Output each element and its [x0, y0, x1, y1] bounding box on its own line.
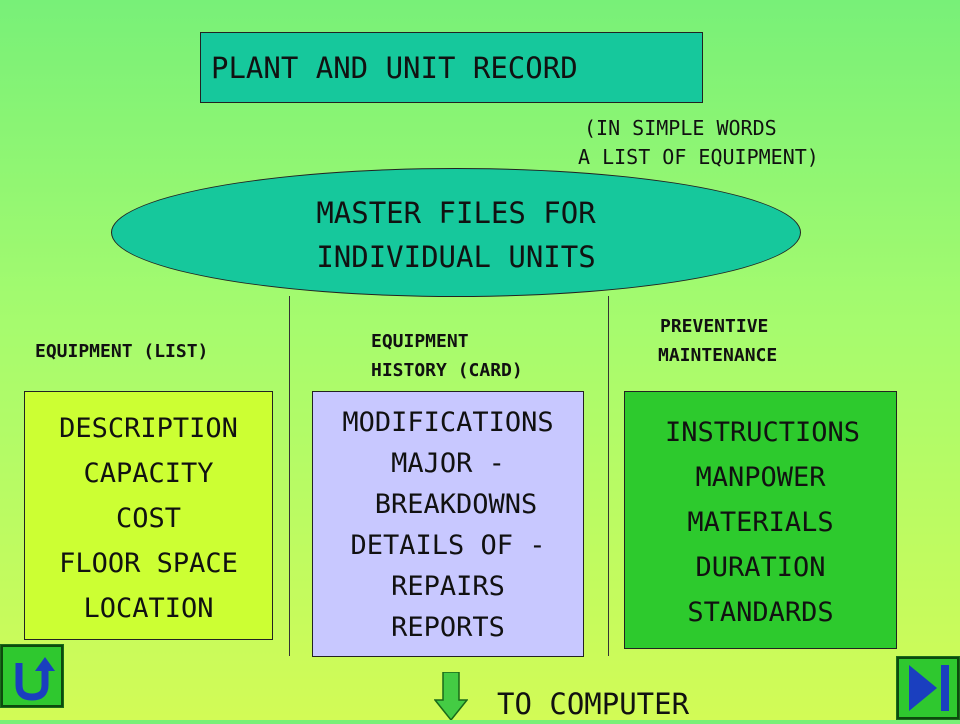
- return-icon: [1, 645, 63, 707]
- list-item: MATERIALS: [687, 507, 834, 538]
- arrow-down-icon: [434, 672, 468, 720]
- preventive-maintenance-label: PREVENTIVE MAINTENANCE: [658, 312, 778, 370]
- divider-line-right: [608, 296, 609, 656]
- note-line-2: A LIST OF EQUIPMENT): [578, 145, 819, 169]
- list-item: REPORTS: [391, 612, 505, 643]
- list-item: MODIFICATIONS: [342, 407, 554, 438]
- equipment-history-box: MODIFICATIONS MAJOR - BREAKDOWNS DETAILS…: [312, 391, 584, 657]
- equipment-history-label-line-1: EQUIPMENT: [371, 331, 469, 352]
- master-line-2: INDIVIDUAL UNITS: [316, 240, 596, 274]
- plant-unit-record-box: PLANT AND UNIT RECORD: [200, 32, 703, 103]
- equipment-list-label-line: EQUIPMENT (LIST): [35, 341, 209, 362]
- list-item: COST: [115, 503, 182, 534]
- to-computer-text: TO COMPUTER: [497, 687, 690, 721]
- list-item: BREAKDOWNS: [374, 489, 538, 520]
- master-files-ellipse: MASTER FILES FOR INDIVIDUAL UNITS: [111, 168, 801, 297]
- list-item: REPAIRS: [391, 571, 505, 602]
- list-item: CAPACITY: [83, 458, 214, 489]
- equipment-history-label-line-2: HISTORY (CARD): [371, 360, 523, 381]
- list-item: FLOOR SPACE: [59, 548, 238, 579]
- note-line-1: (IN SIMPLE WORDS: [584, 116, 777, 140]
- back-button[interactable]: [0, 644, 64, 708]
- equipment-list-box: DESCRIPTION CAPACITY COST FLOOR SPACE LO…: [24, 391, 273, 640]
- next-icon: [897, 657, 959, 719]
- next-button[interactable]: [896, 656, 960, 720]
- list-item: INSTRUCTIONS: [664, 417, 861, 448]
- list-item: DETAILS OF -: [350, 530, 546, 561]
- page-title: PLANT AND UNIT RECORD: [211, 51, 578, 85]
- list-item: MAJOR -: [391, 448, 505, 479]
- preventive-label-line-1: PREVENTIVE: [660, 316, 769, 337]
- list-item: STANDARDS: [687, 597, 834, 628]
- to-computer-label: TO COMPUTER: [497, 684, 689, 724]
- preventive-maintenance-box: INSTRUCTIONS MANPOWER MATERIALS DURATION…: [624, 391, 897, 649]
- list-item: DURATION: [695, 552, 826, 583]
- divider-line-left: [289, 296, 290, 656]
- preventive-label-line-2: MAINTENANCE: [658, 345, 778, 366]
- list-item: DESCRIPTION: [59, 413, 238, 444]
- list-item: MANPOWER: [695, 462, 826, 493]
- list-item: LOCATION: [83, 593, 214, 624]
- equipment-history-label: EQUIPMENT HISTORY (CARD): [371, 327, 523, 385]
- simple-words-note: (IN SIMPLE WORDS A LIST OF EQUIPMENT): [578, 114, 819, 172]
- master-line-1: MASTER FILES FOR: [316, 196, 596, 230]
- equipment-list-label: EQUIPMENT (LIST): [35, 337, 208, 366]
